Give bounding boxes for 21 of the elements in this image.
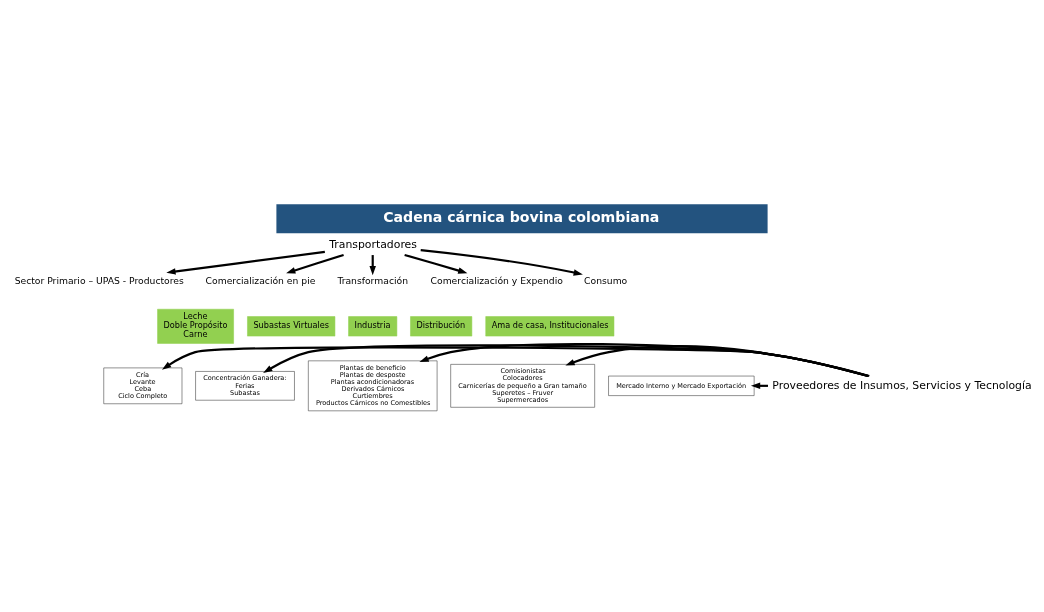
arrow bbox=[565, 344, 870, 377]
arrow bbox=[161, 345, 869, 377]
arrow bbox=[419, 342, 869, 377]
node-text: Sector Primario – UPAS - Productores bbox=[14, 274, 184, 286]
diagram-title: Cadena cárnica bovina colombiana bbox=[383, 208, 660, 225]
node-box: Ama de casa, Institucionales bbox=[485, 315, 615, 336]
node-text: Comercialización en pie bbox=[205, 274, 316, 286]
node-text: Consumo bbox=[584, 274, 628, 286]
node-box: Leche Doble Propósito Carne bbox=[157, 308, 234, 344]
arrow bbox=[404, 253, 468, 274]
node-text: Proveedores de Insumos, Servicios y Tecnología bbox=[772, 378, 1032, 392]
node-text: Transportadores bbox=[329, 237, 417, 251]
arrow bbox=[420, 248, 583, 276]
node-text: Transformación bbox=[337, 274, 409, 286]
node-box: Distribución bbox=[410, 315, 473, 336]
arrow bbox=[263, 343, 869, 377]
node-text: Comercialización y Expendio bbox=[430, 274, 563, 286]
node-box: Industria bbox=[348, 315, 398, 336]
arrow bbox=[166, 250, 325, 275]
arrow bbox=[286, 253, 344, 274]
node-box: Subastas Virtuales bbox=[247, 315, 336, 336]
